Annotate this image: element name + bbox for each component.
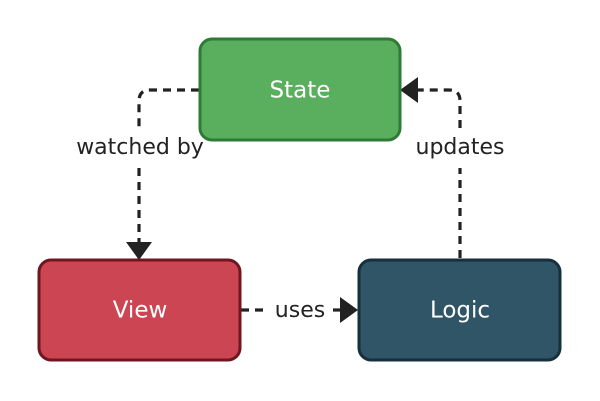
node-logic-label: Logic	[430, 298, 490, 324]
edge-uses-label: uses	[275, 298, 325, 323]
node-view: View	[37, 258, 242, 362]
edge-uses-arrowhead	[340, 297, 358, 323]
edge-updates-arrowhead	[400, 77, 418, 103]
edge-updates-label: updates	[416, 135, 505, 160]
node-state: State	[198, 37, 402, 142]
edge-watched-by-line	[137, 88, 199, 128]
node-logic-box	[357, 258, 562, 362]
edge-uses	[241, 297, 358, 323]
node-view-box	[37, 258, 242, 362]
edge-watched-by-label: watched by	[76, 135, 204, 160]
node-state-label: State	[270, 78, 331, 104]
node-view-label: View	[113, 298, 168, 324]
edge-updates	[400, 77, 462, 258]
node-state-box	[198, 37, 402, 142]
edge-watched-by-arrowhead	[126, 242, 152, 260]
edge-updates-line-upper	[418, 88, 462, 128]
node-logic: Logic	[357, 258, 562, 362]
edge-watched-by	[126, 88, 199, 260]
